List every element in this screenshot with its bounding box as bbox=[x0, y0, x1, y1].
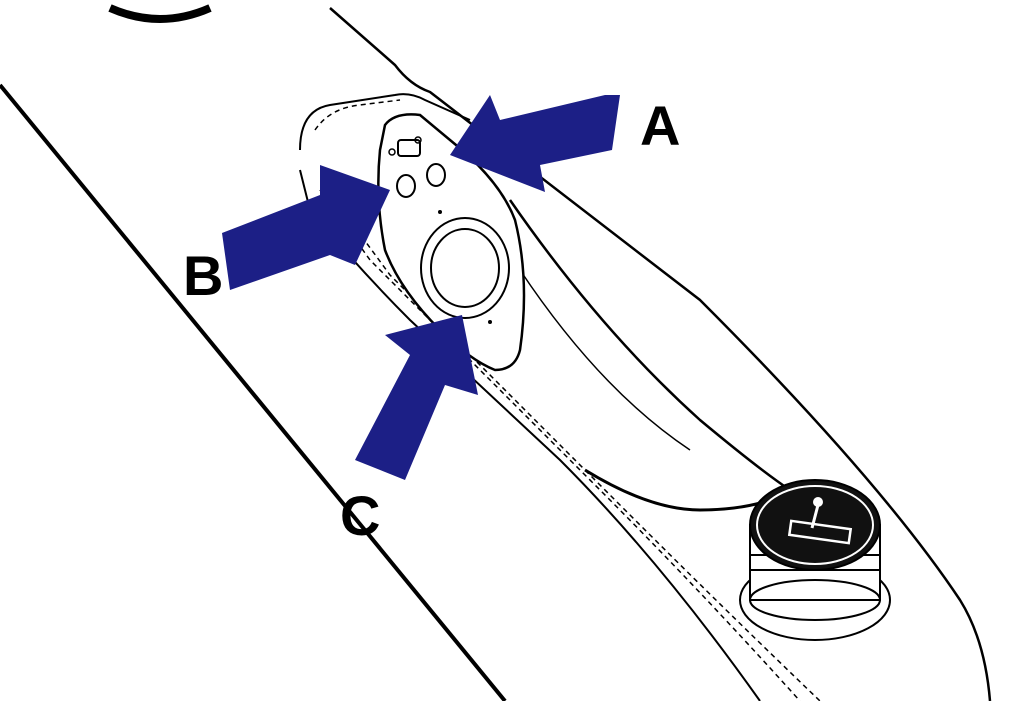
cable bbox=[584, 468, 771, 512]
small-button-left[interactable] bbox=[396, 174, 416, 198]
indicator-dot-right bbox=[414, 136, 422, 144]
arrow-c bbox=[355, 315, 478, 480]
screw-dot-2 bbox=[488, 320, 492, 324]
arrow-a bbox=[450, 95, 620, 192]
knob-symbol-stem bbox=[810, 504, 820, 529]
screw-dot-1 bbox=[438, 210, 442, 214]
knob-top-rim bbox=[756, 485, 874, 565]
stitch-line-lower-2 bbox=[334, 199, 821, 701]
groove-upper bbox=[508, 199, 791, 492]
panel-inner-outline bbox=[299, 93, 471, 151]
top-arc bbox=[108, 4, 212, 23]
panel-outline bbox=[329, 7, 992, 701]
groove-lower bbox=[519, 269, 691, 451]
large-round-button-inner[interactable] bbox=[430, 228, 500, 308]
outer-edge-line bbox=[0, 83, 507, 701]
indicator-dot-left bbox=[388, 148, 396, 156]
stitch-line-upper bbox=[314, 99, 401, 131]
knob-bottom-edge bbox=[749, 579, 881, 621]
indicator-symbol-icon bbox=[397, 139, 421, 157]
callout-label-a: A bbox=[640, 94, 680, 157]
callout-label-b: B bbox=[183, 244, 223, 307]
small-button-right[interactable] bbox=[426, 163, 446, 187]
arrow-b bbox=[222, 165, 390, 290]
knob-symbol-head bbox=[813, 497, 823, 507]
callout-label-c: C bbox=[340, 484, 380, 547]
knob-symbol-bar bbox=[787, 519, 853, 545]
